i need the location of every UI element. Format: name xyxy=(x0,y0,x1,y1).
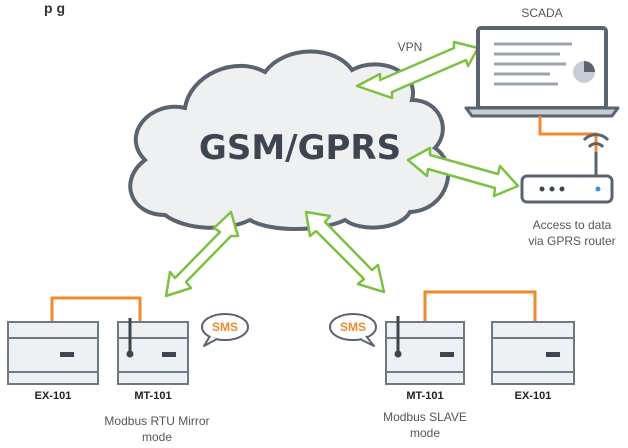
mt101-left-label: MT-101 xyxy=(134,390,172,402)
sms-left-label: SMS xyxy=(211,320,238,334)
left-mode-line2: mode xyxy=(141,430,173,444)
wire-left-group xyxy=(50,296,142,322)
scada-label: SCADA xyxy=(521,6,563,20)
sms-bubble-left xyxy=(201,313,249,347)
arrow-cloud-router xyxy=(406,146,520,198)
arrow-cloud-left-group xyxy=(164,210,240,298)
wire-scada-router xyxy=(538,116,598,168)
ex101-right-label: EX-101 xyxy=(514,390,552,402)
left-mode-line1: Modbus RTU Mirror xyxy=(104,414,210,428)
right-mode-line1: Modbus SLAVE xyxy=(383,410,467,424)
mt101-right-device xyxy=(385,316,465,385)
sms-right-label: SMS xyxy=(339,320,366,334)
ex101-left-device xyxy=(7,321,99,385)
router-label-line2: via GPRS router xyxy=(528,234,616,248)
router-label-line1: Access to data xyxy=(532,218,612,232)
scada-laptop-icon xyxy=(464,26,620,118)
title-fragment: p g xyxy=(44,0,65,16)
arrow-cloud-right-group xyxy=(304,210,386,294)
ex101-left-label: EX-101 xyxy=(34,390,72,402)
ex101-right-device xyxy=(491,321,575,385)
wire-right-group xyxy=(423,290,537,322)
mt101-left-device xyxy=(117,318,189,385)
router-icon xyxy=(520,133,614,204)
right-mode-line2: mode xyxy=(409,426,441,440)
vpn-label: VPN xyxy=(397,40,423,54)
mt101-right-label: MT-101 xyxy=(406,390,444,402)
cloud-label: GSM/GPRS xyxy=(198,128,402,168)
sms-bubble-right xyxy=(329,313,377,347)
